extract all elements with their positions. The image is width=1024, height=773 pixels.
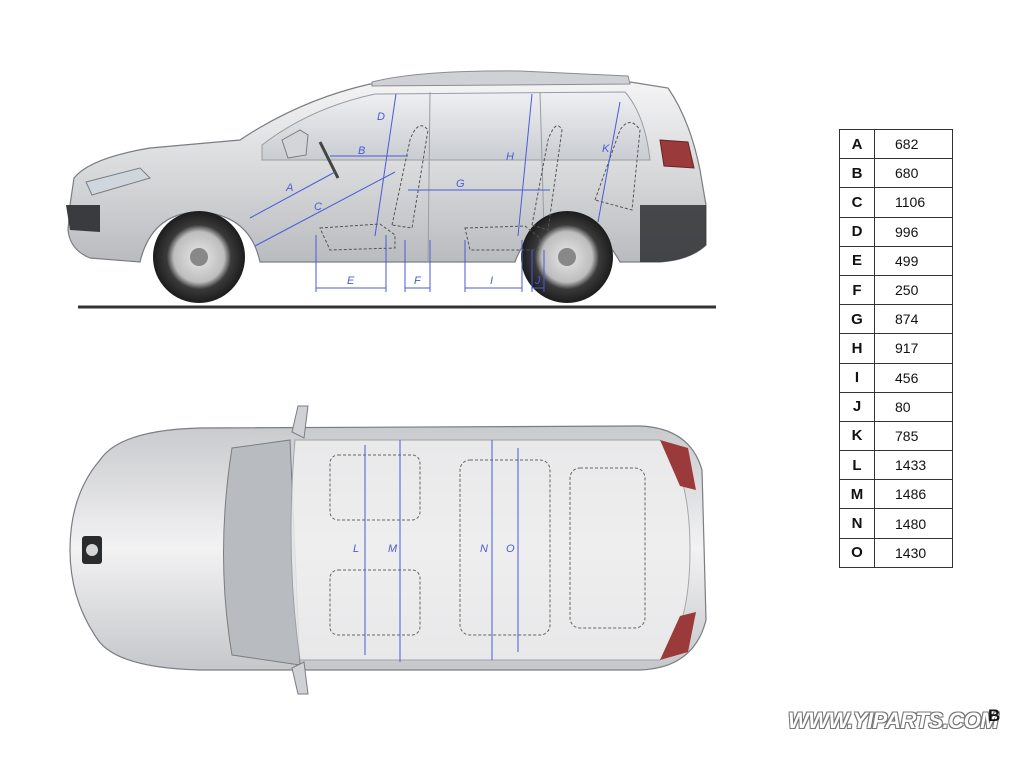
dimension-key: K — [839, 420, 875, 452]
b-pillar — [427, 91, 431, 263]
dimension-key: F — [839, 274, 875, 306]
label-E: E — [347, 275, 355, 287]
label-G: G — [456, 178, 465, 190]
third-row-seat — [594, 122, 641, 211]
label-J: J — [534, 275, 541, 287]
label-C: C — [314, 201, 322, 213]
dimension-key: A — [839, 128, 875, 160]
dimension-value: 1480 — [874, 508, 953, 539]
dimension-key: C — [839, 187, 875, 218]
top-tail-lamp-lower — [660, 612, 696, 660]
dimension-key: D — [839, 216, 875, 247]
top-tail-lamp-upper — [660, 440, 696, 490]
dimension-key: N — [839, 508, 875, 539]
side-mirror — [281, 129, 309, 159]
top-dimension-lines — [364, 440, 519, 662]
dimension-value: 80 — [874, 391, 953, 422]
label-A: A — [285, 182, 293, 194]
dimension-key: O — [839, 537, 875, 568]
front-seat — [319, 125, 429, 251]
roof-panel — [290, 439, 691, 661]
dimension-value: 1486 — [874, 479, 953, 510]
dimension-key: E — [839, 245, 875, 276]
label-N: N — [480, 543, 488, 555]
dimension-value: 1106 — [874, 187, 953, 218]
dimension-value: 1430 — [874, 537, 953, 568]
corner-mark: B — [988, 706, 1001, 725]
dimension-value: 917 — [874, 333, 953, 364]
roof-rail — [371, 70, 631, 87]
dimension-key: B — [839, 158, 875, 189]
dimension-value: 456 — [874, 362, 953, 393]
dimension-key: G — [839, 304, 875, 335]
top-mirror-lower — [291, 661, 309, 695]
label-L: L — [353, 543, 359, 555]
dimension-key: L — [839, 450, 875, 481]
side-windows — [261, 91, 651, 161]
dimension-key: J — [839, 391, 875, 422]
top-mirror-upper — [291, 405, 309, 439]
rear-bumper — [640, 205, 706, 262]
side-dimension-lines — [249, 93, 621, 292]
label-D: D — [377, 111, 385, 123]
label-H: H — [506, 151, 514, 163]
dimension-value: 1433 — [874, 450, 953, 481]
tail-lamp — [659, 139, 695, 169]
dimension-value: 680 — [874, 158, 953, 189]
headlamp — [85, 167, 151, 196]
label-I: I — [490, 275, 493, 287]
side-view: A B C D E F G H I J K — [66, 70, 716, 309]
top-seats — [329, 454, 646, 636]
rear-hub — [558, 248, 576, 266]
dimension-value: 499 — [874, 245, 953, 276]
label-M: M — [388, 543, 398, 555]
top-view: L M N O — [69, 405, 707, 695]
dimension-value: 682 — [874, 128, 953, 160]
dimension-key: H — [839, 333, 875, 364]
watermark-text: WWW.YIPARTS.COM — [788, 708, 999, 733]
dimension-key: M — [839, 479, 875, 510]
front-hub — [190, 248, 208, 266]
label-K: K — [602, 143, 610, 155]
dimension-value: 874 — [874, 304, 953, 335]
rear-seat — [464, 125, 563, 251]
label-O: O — [506, 543, 515, 555]
label-B: B — [358, 145, 365, 157]
dimension-key: I — [839, 362, 875, 393]
dimension-value: 785 — [874, 420, 953, 452]
front-grille — [66, 205, 100, 232]
windscreen — [223, 439, 301, 666]
dimension-value: 250 — [874, 274, 953, 306]
dimension-value: 996 — [874, 216, 953, 247]
label-F: F — [414, 275, 422, 287]
lion-icon — [86, 544, 98, 556]
